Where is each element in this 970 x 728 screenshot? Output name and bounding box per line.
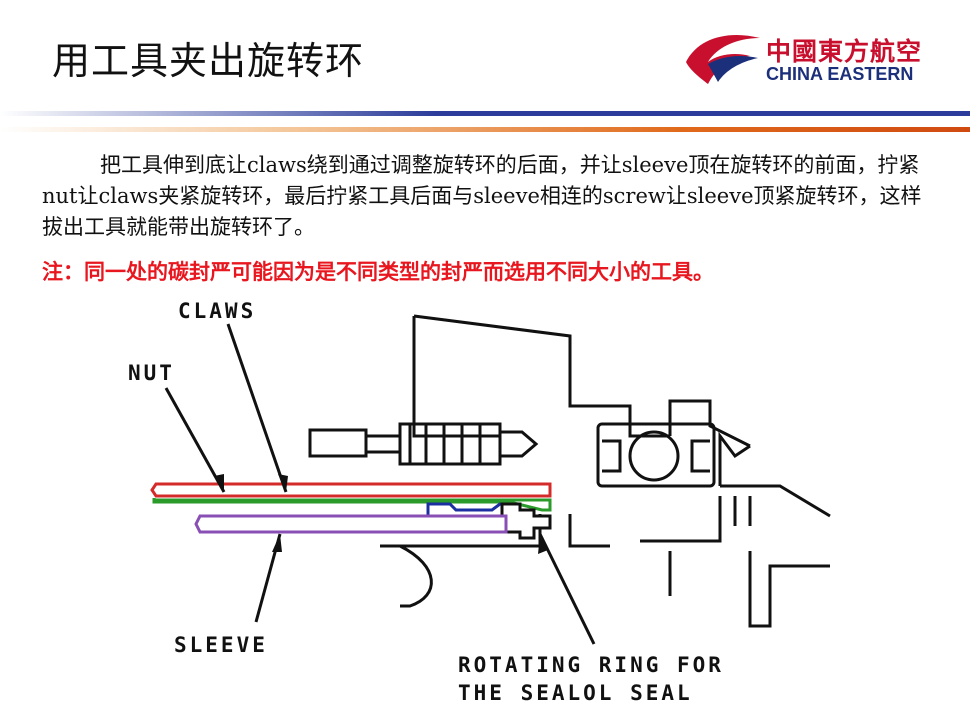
bearing [596,422,716,488]
label-nut: NUT [128,361,175,385]
instruction-paragraph: 把工具伸到底让claws绕到通过调整旋转环的后面，并让sleeve顶在旋转环的前… [42,153,922,239]
swallow-icon [686,35,760,84]
label-rotating-ring-line2: THE SEALOL SEAL [458,681,693,705]
seal-tool-diagram: CLAWS NUT SLEEVE ROTATING RING FOR THE S… [128,299,831,705]
sealol-seal-part [500,502,552,540]
label-sleeve: SLEEVE [174,633,268,657]
page-title: 用工具夹出旋转环 [52,39,365,83]
logo-chinese-name: 中國東方航空 [766,37,923,66]
arrow-heads [214,474,548,554]
header-divider-blue [0,111,970,116]
bolt [308,422,539,466]
note-text: 注：同一处的碳封严可能因为是不同类型的封严而选用不同大小的工具。 [42,259,714,284]
label-claws: CLAWS [178,299,256,323]
label-rotating-ring-line1: ROTATING RING FOR [458,653,724,677]
china-eastern-logo: 中國東方航空 CHINA EASTERN [678,24,948,94]
logo-english-name: CHINA EASTERN [766,64,914,84]
sleeve-part [194,514,508,534]
header-divider-orange [0,127,970,132]
nut-part [152,498,552,512]
claws-part [150,482,552,498]
